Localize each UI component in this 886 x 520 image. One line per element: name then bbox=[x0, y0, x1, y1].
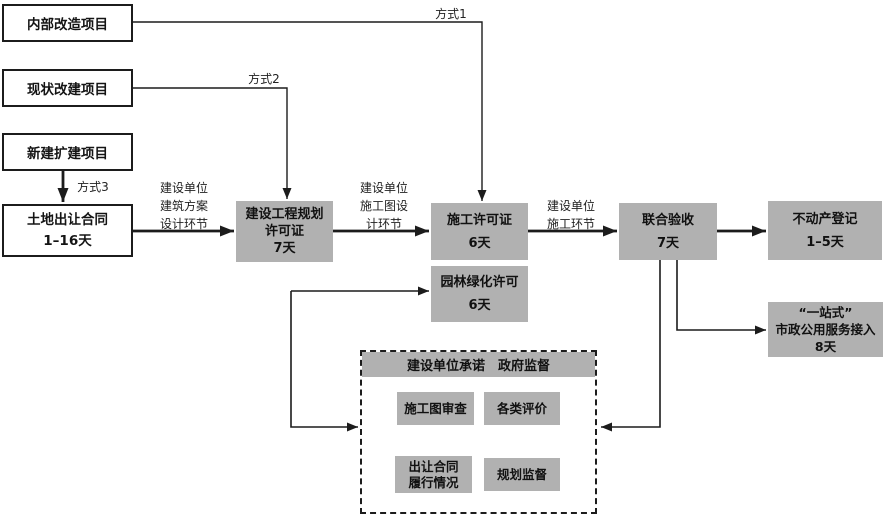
supervision-item-text: 出让合同 bbox=[408, 458, 459, 474]
node-duration: 7天 bbox=[273, 241, 296, 256]
label-text: 施工环节 bbox=[546, 217, 595, 231]
node-duration: 1–5天 bbox=[806, 234, 844, 250]
node-text-line: “一站式” bbox=[798, 305, 853, 320]
label-construction-phase: 建设单位 施工环节 bbox=[539, 197, 603, 233]
node-duration: 6天 bbox=[468, 235, 491, 251]
label-text: 建设单位 bbox=[546, 199, 595, 213]
node-text-line: 建设工程规划 bbox=[245, 207, 324, 222]
node-duration: 7天 bbox=[656, 235, 680, 251]
node-text-line: 现状改建项目 bbox=[27, 82, 108, 98]
node-existing-reconstruction-project: 现状改建项目 bbox=[2, 69, 133, 107]
node-planning-permit: 建设工程规划 许可证 7天 bbox=[236, 201, 333, 262]
node-property-registration: 不动产登记 1–5天 bbox=[768, 201, 882, 260]
node-land-transfer-contract: 土地出让合同 1–16天 bbox=[2, 204, 133, 257]
label-text: 建设单位 bbox=[159, 181, 208, 195]
label-text: 方式3 bbox=[77, 180, 109, 194]
label-text: 计环节 bbox=[365, 217, 402, 231]
node-one-stop-utilities: “一站式” 市政公用服务接入 8天 bbox=[768, 302, 883, 357]
node-duration: 1–16天 bbox=[43, 232, 92, 249]
node-joint-acceptance: 联合验收 7天 bbox=[619, 203, 717, 260]
arrow-to-supervision-right bbox=[601, 260, 661, 432]
supervision-item-text: 履行情况 bbox=[408, 474, 459, 490]
node-construction-permit: 施工许可证 6天 bbox=[431, 203, 528, 260]
node-text-line: 土地出让合同 bbox=[27, 211, 108, 228]
label-text: 施工图设 bbox=[359, 199, 408, 213]
node-internal-renovation-project: 内部改造项目 bbox=[2, 4, 133, 42]
node-duration: 6天 bbox=[468, 298, 491, 313]
node-duration: 8天 bbox=[814, 339, 837, 354]
node-text-line: 内部改造项目 bbox=[27, 17, 108, 33]
label-text: 建筑方案 bbox=[159, 199, 208, 213]
node-text-line: 许可证 bbox=[264, 224, 304, 239]
node-text-line: 新建扩建项目 bbox=[27, 146, 108, 162]
supervision-item-text: 施工图审查 bbox=[404, 400, 467, 416]
label-text: 建设单位 bbox=[359, 181, 408, 195]
supervision-item-planning-supervision: 规划监督 bbox=[484, 458, 560, 491]
node-text-line: 市政公用服务接入 bbox=[775, 322, 876, 337]
label-text: 方式2 bbox=[248, 72, 280, 86]
arrow-to-supervision-left bbox=[290, 291, 358, 432]
supervision-item-contract-performance: 出让合同 履行情况 bbox=[395, 456, 472, 493]
label-text: 设计环节 bbox=[159, 217, 208, 231]
label-mode2: 方式2 bbox=[242, 70, 286, 88]
supervision-item-text: 规划监督 bbox=[496, 466, 547, 482]
supervision-item-text: 各类评价 bbox=[496, 400, 547, 416]
supervision-item-construction-drawing-review: 施工图审查 bbox=[397, 392, 474, 425]
node-landscaping-permit: 园林绿化许可 6天 bbox=[431, 266, 528, 322]
node-text-line: 联合验收 bbox=[641, 212, 694, 228]
node-text-line: 园林绿化许可 bbox=[440, 275, 519, 290]
supervision-panel-header: 建设单位承诺 政府监督 bbox=[362, 352, 595, 377]
node-text-line: 施工许可证 bbox=[446, 212, 512, 228]
arrow-to-one-stop bbox=[676, 260, 766, 335]
label-text: 方式1 bbox=[435, 7, 467, 21]
label-mode1: 方式1 bbox=[429, 5, 473, 23]
supervision-panel: 建设单位承诺 政府监督 施工图审查 各类评价 出让合同 履行情况 规划监督 bbox=[360, 350, 597, 514]
label-drawing-design-phase: 建设单位 施工图设 计环节 bbox=[351, 179, 417, 233]
node-new-expansion-project: 新建扩建项目 bbox=[2, 133, 133, 171]
label-scheme-design-phase: 建设单位 建筑方案 设计环节 bbox=[148, 179, 220, 233]
arrow-mode1 bbox=[133, 21, 487, 201]
label-mode3: 方式3 bbox=[71, 178, 115, 196]
node-text-line: 不动产登记 bbox=[792, 211, 858, 227]
supervision-item-various-evaluations: 各类评价 bbox=[484, 392, 560, 425]
